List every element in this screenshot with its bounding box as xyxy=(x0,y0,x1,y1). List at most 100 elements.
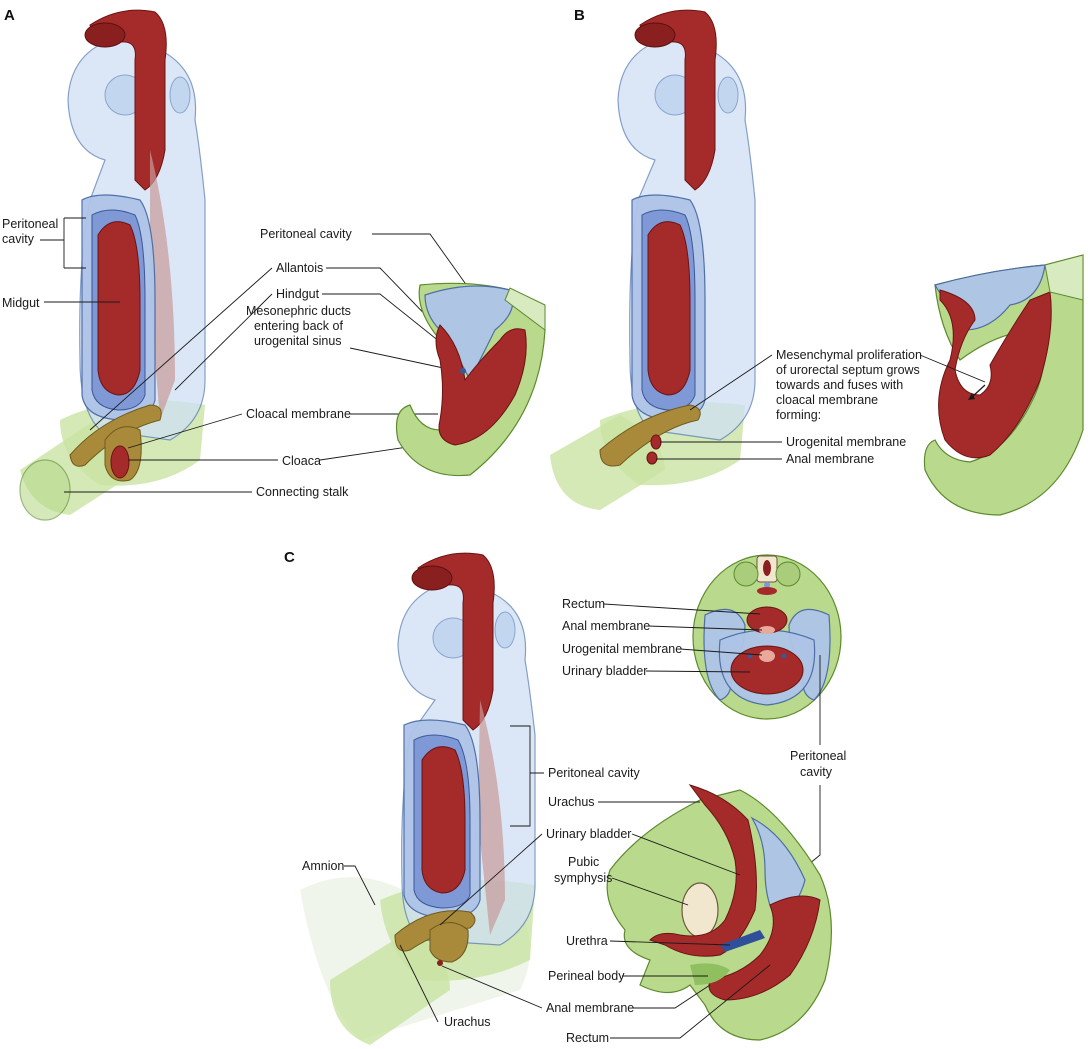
detail-b-arrow xyxy=(971,384,986,398)
label-mesonephric-l3: urogenital sinus xyxy=(254,334,342,348)
leader-cloacal-membrane xyxy=(127,413,438,449)
detail-b-arrowhead xyxy=(968,393,975,400)
section-somite-right xyxy=(775,561,801,587)
label-c-peritoneal-cavity-r1: Peritoneal xyxy=(790,749,846,763)
label-mesenchymal-l5: forming: xyxy=(776,408,821,422)
leader-c-anal-membrane-bottom xyxy=(441,965,711,1009)
label-c-pubic-l1: Pubic xyxy=(568,855,599,869)
panel-c: C xyxy=(284,549,846,1045)
b-anal-membrane-dot xyxy=(646,451,658,465)
b-allantois xyxy=(599,404,701,467)
cloaca-shape xyxy=(110,445,130,479)
bracket-c-peritoneal-cavity xyxy=(510,725,544,827)
label-b-urogenital-membrane: Urogenital membrane xyxy=(786,435,906,449)
label-c-peritoneal-cavity-r2: cavity xyxy=(800,765,833,779)
c-bladder-shape xyxy=(429,922,469,963)
leader-c-urogenital-membrane xyxy=(679,648,763,656)
label-c-rectum-top: Rectum xyxy=(562,597,605,611)
section-duct-left xyxy=(747,653,753,659)
section-duct-right xyxy=(781,653,787,659)
label-cloacal-membrane: Cloacal membrane xyxy=(246,407,351,421)
leader-c-rectum-top xyxy=(603,603,761,615)
mesonephric-duct-dot xyxy=(460,368,466,374)
label-c-anal-membrane-bottom: Anal membrane xyxy=(546,1001,634,1015)
head-vesicle-right xyxy=(169,76,191,114)
section-somite-left xyxy=(733,561,759,587)
c-head-vesicle-right xyxy=(494,611,516,649)
panel-a: A Peritoneal cavity Midgut Peritoneal ca… xyxy=(2,7,546,521)
label-hindgut: Hindgut xyxy=(276,287,320,301)
leader-peritoneal-cavity-right xyxy=(372,233,471,291)
label-c-anal-membrane-top: Anal membrane xyxy=(562,619,650,633)
leader-c-anal-membrane-top xyxy=(647,625,763,631)
leader-c-urinary-bladder-top xyxy=(645,670,751,673)
label-cloaca: Cloaca xyxy=(282,454,321,468)
c-midgut xyxy=(421,746,466,894)
detail-c-bladder xyxy=(649,784,757,957)
cloaca-detail-b xyxy=(923,254,1084,516)
b-midgut xyxy=(647,221,691,396)
label-c-amnion: Amnion xyxy=(302,859,344,873)
label-c-peritoneal-cavity-left: Peritoneal cavity xyxy=(548,766,640,780)
detail-c-rectum xyxy=(708,895,821,1001)
label-peritoneal-cavity-l1: Peritoneal xyxy=(2,217,58,231)
b-head-vesicle-right xyxy=(717,76,739,114)
label-c-urachus-bottom: Urachus xyxy=(444,1015,491,1029)
leader-c-rectum-bottom xyxy=(610,964,771,1039)
label-mesonephric-l1: Mesonephric ducts xyxy=(246,304,351,318)
detail-c-urethra xyxy=(720,930,765,952)
label-c-urinary-bladder-mid: Urinary bladder xyxy=(546,827,631,841)
section-aorta xyxy=(757,587,777,595)
panel-b-letter: B xyxy=(574,7,585,24)
detail-c-perineal-body xyxy=(690,963,730,985)
label-mesenchymal-l4: cloacal membrane xyxy=(776,393,878,407)
label-c-urachus-right: Urachus xyxy=(548,795,595,809)
leader-c-urinary-bladder-mid xyxy=(439,833,741,926)
connecting-stalk-end xyxy=(19,459,71,521)
label-c-rectum-bottom: Rectum xyxy=(566,1031,609,1045)
c-foregut-opening xyxy=(411,565,453,591)
section-notochord xyxy=(764,582,770,588)
label-mesenchymal-l1: Mesenchymal proliferation xyxy=(776,348,922,362)
pubic-symphysis-shape xyxy=(681,882,719,938)
leader-c-urethra xyxy=(609,940,731,946)
leader-c-amnion xyxy=(344,865,376,906)
leader-allantois xyxy=(89,267,441,431)
panel-c-letter: C xyxy=(284,549,295,566)
foregut-opening xyxy=(84,22,126,48)
leader-c-pubic-symphysis xyxy=(611,877,689,906)
label-mesenchymal-l3: towards and fuses with xyxy=(776,378,903,392)
sagittal-detail-c xyxy=(606,784,833,1041)
detail-b-cut xyxy=(1044,254,1084,301)
label-peritoneal-cavity-right: Peritoneal cavity xyxy=(260,227,352,241)
leader-c-urachus-bottom xyxy=(399,944,439,1023)
bracket-peritoneal-cavity xyxy=(40,217,86,269)
label-connecting-stalk: Connecting stalk xyxy=(256,485,349,499)
label-c-perineal-body: Perineal body xyxy=(548,969,625,983)
detail-a-hindgut xyxy=(435,324,527,446)
panel-b: B Mesenchymal proliferation of urorectal… xyxy=(550,7,1084,516)
section-anal-membrane xyxy=(759,626,775,634)
label-c-urinary-bladder-top: Urinary bladder xyxy=(562,664,647,678)
c-anal-membrane-dot xyxy=(437,960,443,966)
label-midgut: Midgut xyxy=(2,296,40,310)
section-urogenital-membrane xyxy=(759,650,775,662)
leader-mesenchymal xyxy=(689,354,986,411)
label-peritoneal-cavity-l2: cavity xyxy=(2,232,35,246)
c-dorsal-mesentery xyxy=(478,700,505,935)
dorsal-mesentery xyxy=(150,150,175,420)
b-foregut-opening xyxy=(634,22,676,48)
transverse-section xyxy=(692,554,842,720)
midgut-shape xyxy=(97,221,141,396)
label-mesonephric-l2: entering back of xyxy=(254,319,343,333)
label-allantois: Allantois xyxy=(276,261,323,275)
label-c-pubic-l2: symphysis xyxy=(554,871,612,885)
label-mesenchymal-l2: of urorectal septum grows xyxy=(776,363,920,377)
detail-b-gut xyxy=(938,289,1052,459)
label-c-urogenital-membrane: Urogenital membrane xyxy=(562,642,682,656)
label-b-anal-membrane: Anal membrane xyxy=(786,452,874,466)
detail-a-cut xyxy=(504,287,546,331)
label-c-urethra: Urethra xyxy=(566,934,608,948)
cloaca-detail-a xyxy=(395,282,546,477)
